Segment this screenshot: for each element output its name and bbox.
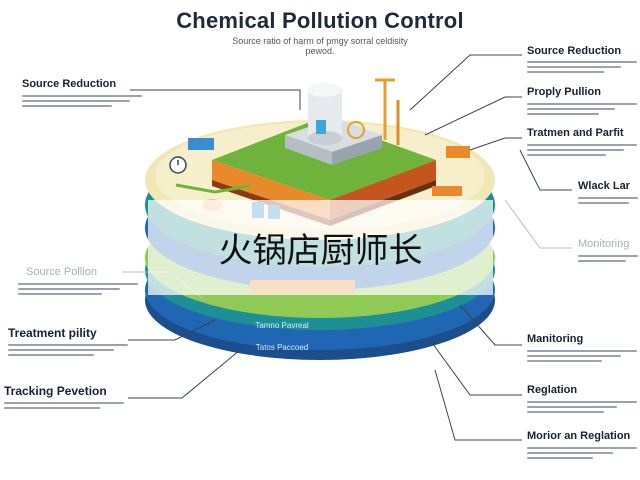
desc-treatment-pility	[8, 341, 128, 359]
label-proply-pullion: Proply Pullion	[527, 86, 601, 98]
connector-right-8	[434, 369, 522, 441]
factory-right-wall	[332, 135, 382, 165]
connector-right-4	[519, 149, 572, 191]
desc-monitoring-faded	[578, 252, 638, 265]
silo-window	[316, 120, 326, 134]
label-source-reduction: Source Reduction	[22, 78, 117, 90]
desc-right-source-reduction	[527, 58, 637, 76]
desc-source-reduction	[22, 92, 142, 110]
label-source-pollion: Source Pollion	[26, 266, 97, 278]
label-treatment-pility: Treatment pility	[8, 326, 97, 340]
desc-source-pollion	[18, 280, 138, 298]
connector-right-7	[429, 339, 522, 396]
orange-tank	[432, 186, 462, 196]
factory-left-wall	[285, 135, 332, 165]
label-tracking-pevetion: Tracking Pevetion	[4, 384, 107, 398]
desc-reglation	[527, 398, 637, 416]
page-subtitle: Source ratio of harm of pmgy sorral celd…	[232, 36, 408, 56]
label-tratmen-and-parfit: Tratmen and Parfit	[527, 127, 624, 139]
silo-top	[308, 83, 342, 97]
chart-icon	[446, 146, 470, 158]
desc-manitoring	[527, 347, 637, 365]
connector-right-5	[504, 199, 572, 249]
desc-tracking-pevetion	[4, 399, 124, 412]
connector-right-3	[469, 137, 522, 151]
overlay-banner: 火锅店厨师长	[148, 200, 493, 295]
label-monitoring-faded: Monitoring	[578, 238, 630, 250]
screen-icon	[188, 138, 214, 150]
connector-tracking	[128, 349, 241, 399]
layer-label-lower: Tatos Paccoed	[256, 343, 308, 352]
desc-morior-an-reglation	[527, 444, 637, 462]
green-pipe	[175, 183, 251, 194]
layer-label-upper: Tamno Pavreal	[255, 321, 309, 330]
connector-right-6	[459, 304, 522, 346]
connector-source-reduction	[130, 89, 301, 110]
label-manitoring: Manitoring	[527, 333, 584, 345]
pipe-loop	[347, 121, 365, 139]
label-right-source-reduction: Source Reduction	[527, 45, 622, 57]
desc-proply-pullion	[527, 100, 637, 118]
page-title: Chemical Pollution Control	[176, 8, 464, 33]
connector-right-1	[409, 54, 522, 111]
desc-tratmen-and-parfit	[527, 141, 637, 159]
label-wlack-lar: Wlack Lar	[578, 180, 630, 192]
silo-base	[308, 131, 342, 145]
label-reglation: Reglation	[527, 384, 578, 396]
desc-wlack-lar	[578, 194, 638, 207]
connector-right-2	[424, 96, 522, 136]
label-morior-an-reglation: Morior an Reglation	[527, 430, 631, 442]
connector-treatment-pility	[128, 319, 216, 341]
